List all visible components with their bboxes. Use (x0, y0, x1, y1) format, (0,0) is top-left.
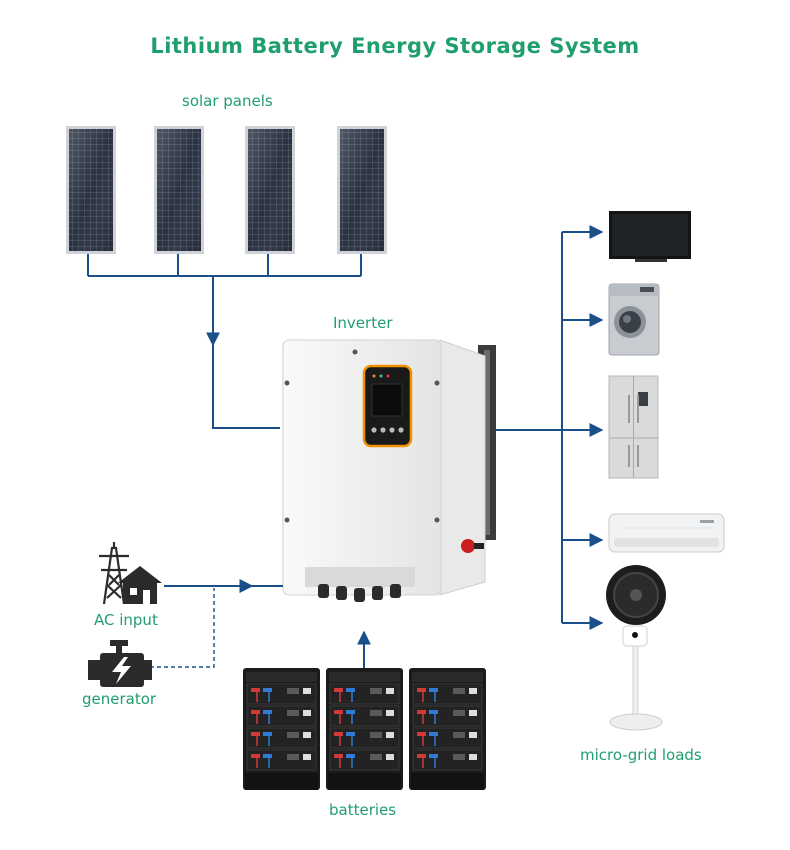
battery-rack-group (243, 668, 486, 790)
battery-rack-icon (409, 668, 486, 790)
refrigerator-icon (608, 375, 659, 479)
washing-machine-icon (608, 283, 660, 356)
tv-icon (609, 211, 691, 262)
solar-panel-icon (245, 126, 295, 254)
battery-rack-icon (243, 668, 320, 790)
engine-icon (88, 640, 152, 687)
loads-connection-line (496, 225, 604, 630)
micro-grid-loads-label: micro-grid loads (580, 746, 702, 764)
batteries-label: batteries (329, 801, 397, 819)
solar-panel-icon (154, 126, 204, 254)
generator-label: generator (82, 690, 157, 708)
air-conditioner-icon (608, 513, 725, 553)
power-tower-house-icon (118, 566, 162, 604)
solar-panel-icon (66, 126, 116, 254)
solar-panels-label: solar panels (182, 92, 273, 110)
generator-connection-line (150, 588, 215, 668)
solar-connection-line (87, 254, 362, 429)
solar-panel-icon (337, 126, 387, 254)
page-title: Lithium Battery Energy Storage System (150, 34, 640, 58)
fan-icon (606, 565, 666, 731)
power-tower-house-icon (99, 542, 129, 605)
inverter-label: Inverter (333, 314, 393, 332)
ac-input-label: AC input (94, 611, 158, 629)
battery-rack-icon (326, 668, 403, 790)
inverter-icon (282, 339, 496, 602)
